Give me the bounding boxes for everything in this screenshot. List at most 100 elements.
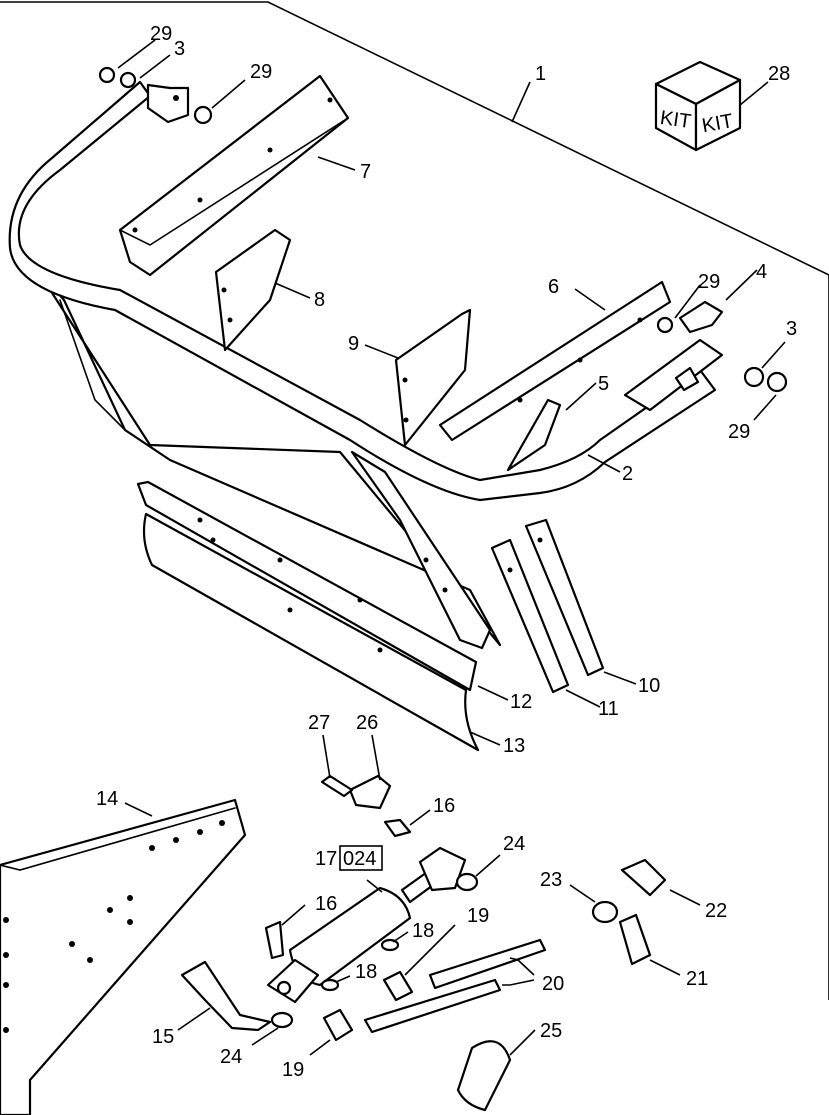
hole (210, 537, 216, 543)
callout-8: 8 (314, 289, 325, 311)
leader (574, 288, 606, 311)
leader (274, 282, 311, 299)
leader (177, 1007, 211, 1031)
callout-19-upper: 19 (467, 905, 489, 927)
hose-20-lower (363, 978, 502, 1034)
callout-3-right: 3 (786, 318, 797, 340)
pin-16-upper (383, 818, 412, 838)
hole (403, 417, 409, 423)
hole (537, 537, 543, 543)
leader (509, 957, 535, 976)
spacer-23 (591, 900, 619, 924)
clamp-22 (620, 858, 667, 897)
leader (404, 924, 456, 976)
callout-16-upper: 16 (433, 795, 455, 817)
callout-10: 10 (638, 675, 660, 697)
hole (3, 1027, 9, 1033)
kit-box-icon: KIT KIT (654, 60, 742, 152)
bracket-15 (180, 960, 272, 1032)
callout-26: 26 (356, 712, 378, 734)
hole (327, 97, 333, 103)
hole (442, 587, 448, 593)
leader (477, 685, 509, 701)
callout-27: 27 (308, 712, 330, 734)
washer-29-mid (193, 105, 213, 125)
strap-10 (524, 518, 605, 677)
leader (139, 54, 171, 79)
hole (637, 317, 643, 323)
bolt-27 (320, 774, 354, 798)
blade-assembly (8, 74, 724, 752)
callout-17-box (339, 845, 383, 871)
callout-15: 15 (152, 1026, 174, 1048)
moldboard (34, 266, 502, 647)
washer-24-lower (270, 1011, 294, 1029)
hose-guard-25 (456, 1040, 512, 1112)
leader (366, 879, 383, 893)
callout-14: 14 (96, 788, 118, 810)
cutting-edge-13 (142, 512, 480, 752)
leader (669, 889, 701, 906)
hole (287, 607, 293, 613)
callout-2: 2 (622, 463, 633, 485)
plate-14 (0, 798, 247, 1115)
callout-18-upper: 18 (412, 920, 434, 942)
hole (197, 517, 203, 523)
bushing-3-right (743, 366, 765, 388)
washer-29-right-lower (766, 371, 788, 393)
hole (402, 377, 408, 383)
hole (127, 895, 133, 901)
cylinder-base-pin-hole (276, 980, 292, 996)
bracket-26 (348, 774, 392, 810)
hole (423, 557, 429, 563)
leader (511, 81, 531, 123)
hole (127, 919, 133, 925)
leader (469, 731, 501, 746)
tube-frame (8, 80, 717, 502)
frame-end-bracket (146, 83, 190, 124)
callout-22: 22 (705, 900, 727, 922)
leader-lines (117, 39, 786, 1056)
callout-13: 13 (503, 735, 525, 757)
strap-11 (490, 538, 570, 694)
hole (357, 597, 363, 603)
leader (392, 931, 409, 943)
hole (227, 317, 233, 323)
callout-25: 25 (540, 1020, 562, 1042)
leader (281, 904, 306, 926)
hole (3, 917, 9, 923)
bracket-hole (173, 95, 179, 101)
leader (317, 156, 356, 171)
callout-21: 21 (686, 968, 708, 990)
leader (251, 1027, 279, 1046)
leader (322, 734, 331, 779)
clip-4 (678, 300, 724, 334)
hole (197, 197, 203, 203)
washer-18-lower (320, 978, 340, 992)
elbow-19-upper (382, 970, 414, 1002)
callout-29-mid: 29 (250, 61, 272, 83)
leader (335, 975, 351, 983)
gusset-9 (394, 308, 472, 447)
callout-12: 12 (510, 691, 532, 713)
channel-brace-7 (118, 74, 350, 277)
washer-29-right (656, 316, 674, 334)
leader (371, 734, 381, 781)
hole (107, 907, 113, 913)
callout-29-right-lower: 29 (728, 421, 750, 443)
leader (475, 854, 501, 877)
callout-6: 6 (548, 276, 559, 298)
wear-strip-12 (136, 480, 478, 692)
bracket-5 (506, 398, 562, 472)
hole (277, 557, 283, 563)
brace-6 (438, 280, 672, 442)
leader (502, 979, 535, 986)
callout-19-lower: 19 (282, 1059, 304, 1081)
leader (117, 39, 156, 69)
leader (649, 959, 681, 976)
kit-label-left: KIT (659, 107, 693, 133)
hole (149, 845, 155, 851)
kit-box-right-face (694, 78, 742, 152)
leader (587, 454, 621, 473)
